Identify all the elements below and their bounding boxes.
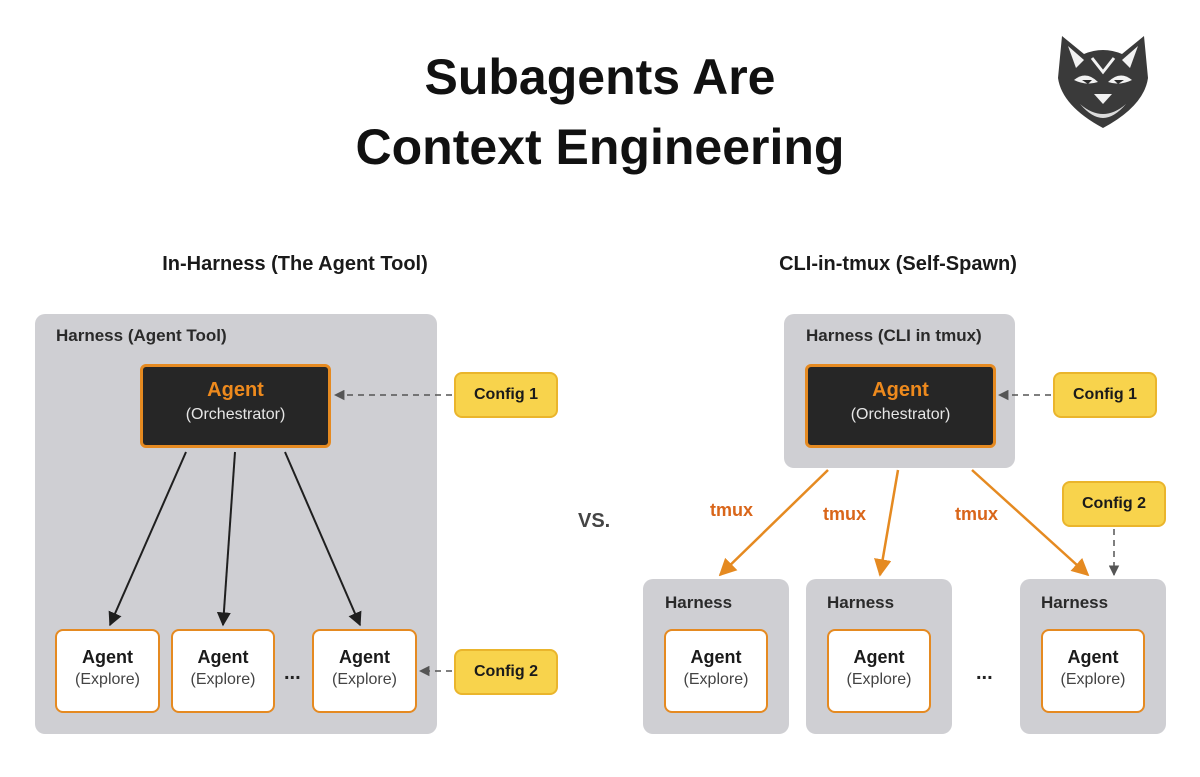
- page-title: Subagents Are Context Engineering: [0, 42, 1200, 182]
- child-agent-name: Agent: [1067, 647, 1119, 667]
- subagent-role: (Explore): [75, 671, 140, 688]
- child-harness-label: Harness: [827, 593, 895, 612]
- left-arrow-to-subagent-3: [284, 451, 362, 627]
- left-arrow-to-subagent-2: [216, 451, 236, 627]
- right-orchestrator-agent: Agent (Orchestrator): [805, 364, 996, 448]
- right-orchestrator-name: Agent: [872, 379, 929, 401]
- title-line-2: Context Engineering: [355, 119, 845, 175]
- tmux-label-2: tmux: [823, 504, 867, 524]
- subagent-name: Agent: [197, 647, 249, 667]
- title-line-1: Subagents Are: [424, 49, 776, 105]
- right-config-1: Config 1: [1053, 372, 1157, 418]
- left-orchestrator-agent: Agent (Orchestrator): [140, 364, 331, 448]
- child-agent-role: (Explore): [1060, 671, 1126, 688]
- child-harness-label: Harness: [665, 593, 733, 612]
- tmux-label-1: tmux: [710, 500, 754, 520]
- tmux-arrow-3: [971, 469, 1090, 577]
- right-config-2: Config 2: [1062, 481, 1166, 527]
- right-harness-label: Harness (CLI in tmux): [806, 326, 982, 345]
- child-agent-name: Agent: [690, 647, 742, 667]
- left-orchestrator-name: Agent: [207, 379, 264, 401]
- left-subagent-3: Agent (Explore): [312, 629, 417, 713]
- left-subagent-1: Agent (Explore): [55, 629, 160, 713]
- right-ellipsis: ...: [976, 662, 993, 684]
- left-section-heading: In-Harness (The Agent Tool): [162, 253, 428, 275]
- tmux-label-3: tmux: [955, 504, 999, 524]
- subagent-role: (Explore): [332, 671, 397, 688]
- right-child-agent-2: Agent (Explore): [827, 629, 931, 713]
- left-harness-label: Harness (Agent Tool): [56, 326, 227, 345]
- left-config-1: Config 1: [454, 372, 558, 418]
- child-agent-role: (Explore): [846, 671, 912, 688]
- child-agent-name: Agent: [853, 647, 905, 667]
- right-child-agent-3: Agent (Explore): [1041, 629, 1145, 713]
- right-orchestrator-role: (Orchestrator): [850, 406, 951, 423]
- child-agent-role: (Explore): [683, 671, 749, 688]
- wildcat-head-icon: [1052, 28, 1154, 135]
- subagent-name: Agent: [82, 647, 133, 667]
- subagent-name: Agent: [339, 647, 390, 667]
- left-subagent-2: Agent (Explore): [171, 629, 275, 713]
- left-orchestrator-role: (Orchestrator): [185, 406, 286, 423]
- tmux-arrow-1: [718, 469, 829, 577]
- left-arrow-to-subagent-1: [108, 451, 187, 627]
- subagent-role: (Explore): [190, 671, 256, 688]
- left-ellipsis: ...: [284, 662, 301, 684]
- vs-label: VS.: [578, 510, 611, 532]
- child-harness-label: Harness: [1041, 593, 1109, 612]
- right-section-heading: CLI-in-tmux (Self-Spawn): [779, 253, 1017, 275]
- left-config-2: Config 2: [454, 649, 558, 695]
- right-child-agent-1: Agent (Explore): [664, 629, 768, 713]
- tmux-arrow-2: [874, 469, 900, 577]
